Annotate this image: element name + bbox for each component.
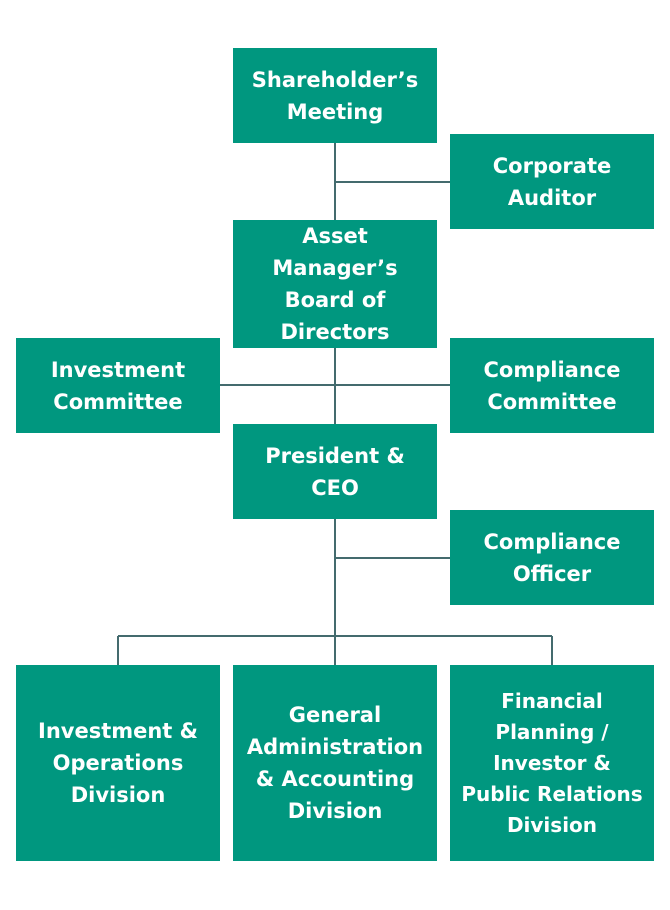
financial-planning-division-box: Financial Planning / Investor & Public R… [450,665,654,861]
investment-operations-division-box: Investment & Operations Division [16,665,220,861]
compliance-committee-box: Compliance Committee [450,338,654,433]
compliance-officer-box: Compliance Officer [450,510,654,605]
corporate-auditor-box: Corporate Auditor [450,134,654,229]
general-administration-division-box: General Administration & Accounting Divi… [233,665,437,861]
investment-committee-box: Investment Committee [16,338,220,433]
president-ceo-box: President & CEO [233,424,437,519]
shareholders-meeting-box: Shareholder’s Meeting [233,48,437,143]
board-of-directors-box: Asset Manager’s Board of Directors [233,220,437,348]
